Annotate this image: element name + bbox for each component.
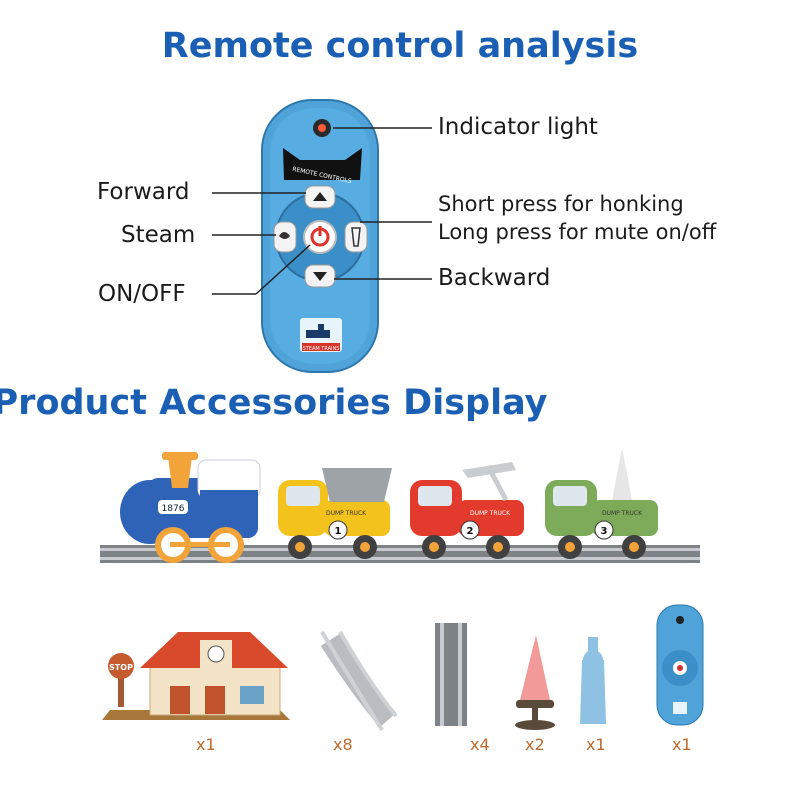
remote-analysis-title: Remote control analysis xyxy=(161,26,639,66)
car-green: DUMP TRUCK 3 xyxy=(545,448,658,559)
quantity-curved-track: x8 xyxy=(333,735,353,754)
locomotive: 1876 xyxy=(120,452,261,563)
honk-label-line1: Short press for honking xyxy=(438,192,684,216)
remote-control: REMOTE CONTROLS STEAM TRAINS xyxy=(261,99,379,373)
accessories-title: Product Accessories Display xyxy=(0,383,548,423)
remote-brand-band xyxy=(283,148,362,180)
engine-number: 1876 xyxy=(162,504,185,514)
honk-label-line2: Long press for mute on/off xyxy=(438,220,717,244)
power-button[interactable] xyxy=(303,220,337,254)
svg-text:DUMP TRUCK: DUMP TRUCK xyxy=(470,510,511,517)
remote-control-small xyxy=(656,604,704,726)
svg-text:2: 2 xyxy=(467,526,474,537)
quantity-remote: x1 xyxy=(672,735,692,754)
horn-icon xyxy=(351,227,361,247)
quantity-cone: x2 xyxy=(525,735,545,754)
quantity-station: x1 xyxy=(196,735,216,754)
indicator-light-label: Indicator light xyxy=(438,114,598,140)
forward-label: Forward xyxy=(97,179,190,205)
svg-text:STEAM TRAINS: STEAM TRAINS xyxy=(303,346,340,352)
callout-lines xyxy=(212,127,432,295)
backward-label: Backward xyxy=(438,265,551,291)
train-set: 1876 DUMP TRUCK 1 DUMP TRUCK xyxy=(100,448,700,563)
svg-text:DUMP TRUCK: DUMP TRUCK xyxy=(326,510,367,517)
water-bottle xyxy=(580,637,606,724)
traffic-cone xyxy=(515,635,555,730)
stop-sign xyxy=(108,653,134,679)
quantity-straight-track: x4 xyxy=(470,735,490,754)
straight-track-piece xyxy=(435,623,467,726)
svg-text:STOP: STOP xyxy=(109,663,133,672)
steam-icon xyxy=(279,232,290,239)
car-red: DUMP TRUCK 2 xyxy=(410,462,524,559)
curved-track-piece xyxy=(320,630,398,732)
quantity-bottle: x1 xyxy=(586,735,606,754)
svg-text:DUMP TRUCK: DUMP TRUCK xyxy=(602,510,643,517)
svg-text:3: 3 xyxy=(601,526,608,537)
svg-text:1: 1 xyxy=(335,526,342,537)
car-yellow: DUMP TRUCK 1 xyxy=(278,468,392,559)
onoff-label: ON/OFF xyxy=(98,281,186,307)
horn-button[interactable] xyxy=(344,221,368,253)
locomotive-icon xyxy=(306,324,330,338)
train-station: STOP xyxy=(102,632,290,720)
steam-label: Steam xyxy=(121,222,196,248)
